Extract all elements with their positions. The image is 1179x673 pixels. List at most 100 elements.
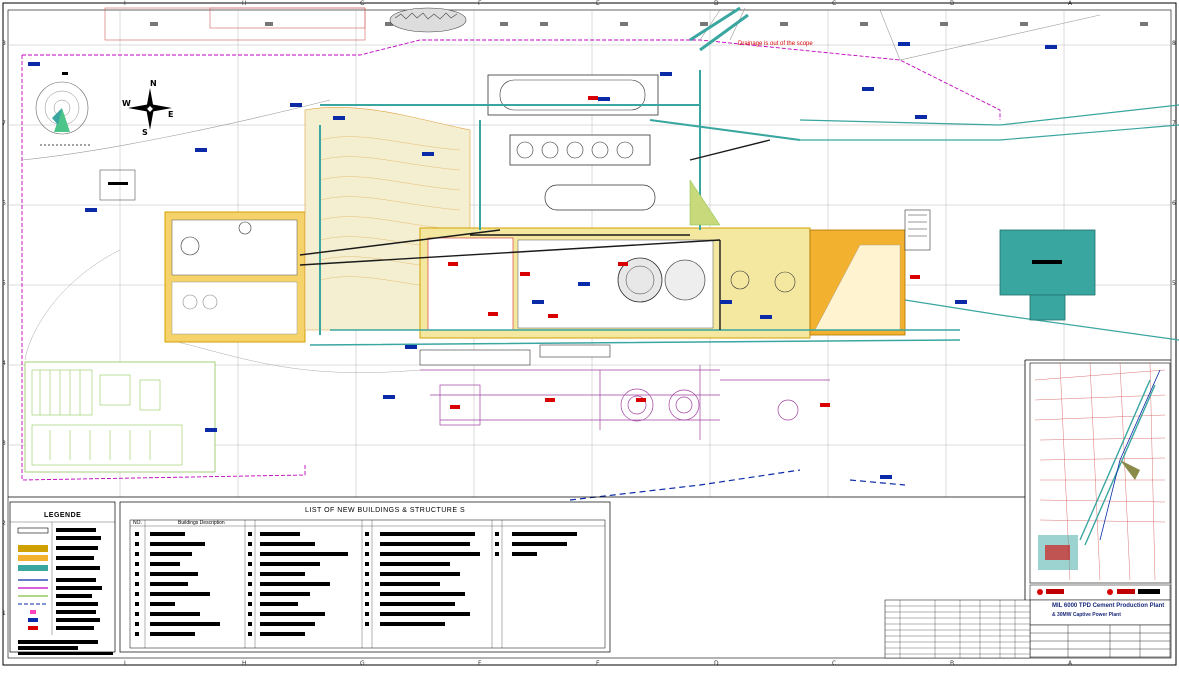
grid-col-label: C [832,0,837,7]
legend-entry [56,546,98,550]
building-row-no [248,632,252,636]
building-row-no [135,602,139,606]
building-row-desc [150,612,200,616]
building-row-no [495,542,499,546]
building-row-desc [380,602,455,606]
building-row-desc [260,622,315,626]
plan-tag [85,208,97,212]
legend-note [18,640,98,644]
grid-col-label: A [1068,660,1073,667]
plan-tag [955,300,967,304]
buildings-list-title: LIST OF NEW BUILDINGS & STRUCTURE S [305,507,466,514]
building-row-no [135,622,139,626]
title-block-subproject: & 30MW Captive Power Plant [1052,612,1121,618]
grid-row-label: 6 [2,200,6,207]
grid-row-label: 7 [2,120,6,127]
building-row-no [135,572,139,576]
building-row-desc [150,572,198,576]
sheet-note [18,652,113,655]
building-row-desc [512,532,577,536]
legend-entry [56,528,96,532]
drainage-note: Drainage is out of the scope [738,41,813,47]
building-row-desc [380,592,465,596]
building-row-no [365,592,369,596]
grid-col-label: F [478,660,482,667]
grid-col-label: E [596,0,600,7]
building-row-no [248,592,252,596]
buildings-col-desc: Buildings Description [178,520,225,526]
grid-row-label: 5 [1172,280,1176,287]
grid-row-label: 2 [2,520,6,527]
grid-col-label: D [714,660,719,667]
building-row-no [248,572,252,576]
grid-col-label: I [124,660,126,667]
legend-entry [56,602,98,606]
legend-entry [56,556,94,560]
building-row-desc [260,542,315,546]
building-row-no [248,612,252,616]
grid-col-label: H [242,660,247,667]
grid-col-label: B [950,0,955,7]
plan-marker [488,312,498,316]
building-row-desc [512,552,537,556]
building-row-desc [260,552,348,556]
building-row-no [365,622,369,626]
legend-entry [56,594,92,598]
plan-marker [910,275,920,279]
building-row-no [365,582,369,586]
building-row-desc [260,572,305,576]
building-row-no [135,592,139,596]
plan-tag [205,428,217,432]
plan-tag [720,300,732,304]
plan-tag [383,395,395,399]
building-row-no [248,562,252,566]
building-row-desc [260,562,320,566]
grid-col-label: D [714,0,719,7]
building-row-desc [150,582,188,586]
grid-col-label: F [478,0,482,7]
building-row-desc [380,532,475,536]
grid-row-label: 3 [2,440,6,447]
legend-entry [56,566,100,570]
building-row-desc [150,532,185,536]
building-row-no [248,552,252,556]
building-row-no [365,542,369,546]
plan-marker [448,262,458,266]
building-row-no [248,532,252,536]
grid-col-label: E [596,660,600,667]
building-row-no [495,552,499,556]
building-row-no [135,632,139,636]
plan-marker [588,96,598,100]
building-row-no [135,562,139,566]
grid-row-label: 1 [2,610,6,617]
plan-marker [820,403,830,407]
building-row-no [365,572,369,576]
legend-entry [56,618,100,622]
plan-marker [636,398,646,402]
plan-tag [898,42,910,46]
grid-row-label: 8 [2,40,6,47]
building-row-desc [380,542,470,546]
legend-entry [56,536,101,540]
legend-title: LEGENDE [44,512,82,519]
building-row-desc [150,542,205,546]
building-row-desc [260,592,310,596]
legend-note [18,646,78,650]
building-row-no [135,582,139,586]
grid-row-label: 5 [2,280,6,287]
building-row-desc [380,572,460,576]
compass-east-label: E [168,110,174,119]
grid-col-label: G [360,660,365,667]
legend-entry [56,586,102,590]
building-row-desc [260,602,298,606]
grid-row-label: 8 [1172,40,1176,47]
building-row-desc [380,612,470,616]
plan-tag [422,152,434,156]
building-row-no [248,622,252,626]
plan-tag [28,62,40,66]
building-row-desc [260,582,330,586]
building-row-desc [380,552,480,556]
building-row-no [135,612,139,616]
building-row-no [135,542,139,546]
building-row-desc [260,632,305,636]
